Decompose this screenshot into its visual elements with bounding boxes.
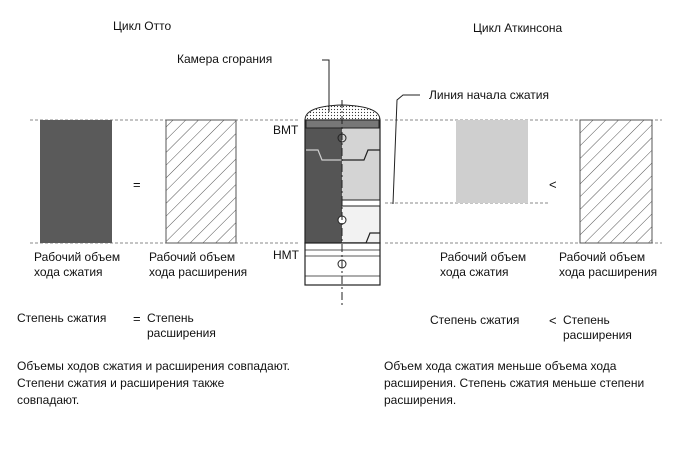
otto-ratio-equals-sign: =: [133, 311, 141, 326]
atkinson-expansion-volume-label: Рабочий объем хода расширения: [559, 250, 658, 279]
combustion-chamber-leader: [322, 59, 330, 112]
atkinson-summary: Объем хода сжатия меньше объема хода рас…: [384, 359, 645, 407]
otto-title: Цикл Отто: [113, 19, 172, 33]
engine-cylinder: [304, 100, 381, 305]
otto-cylinder-half: [305, 120, 342, 243]
atkinson-cylinder-lower: [342, 203, 380, 243]
piston-top-skirt-right: [342, 149, 380, 161]
atkinson-compression-volume-label: Рабочий объем хода сжатия: [440, 250, 527, 279]
otto-compression-volume-label: Рабочий объем хода сжатия: [34, 250, 121, 279]
compression-start-line-label: Линия начала сжатия: [429, 88, 549, 102]
atkinson-ratio-less-sign: <: [549, 313, 557, 328]
otto-summary: Объемы ходов сжатия и расширения совпада…: [17, 359, 290, 407]
otto-expansion-ratio-label: Степень расширения: [147, 311, 216, 340]
otto-compression-ratio-label: Степень сжатия: [17, 311, 107, 325]
piston-mid-head: [341, 199, 381, 207]
otto-expansion-volume-label: Рабочий объем хода расширения: [149, 250, 248, 279]
atkinson-cylinder-half: [342, 120, 380, 203]
tdc-label: ВМТ: [273, 123, 299, 137]
bdc-label: НМТ: [273, 248, 299, 262]
atkinson-expansion-ratio-label: Степень расширения: [563, 313, 632, 342]
atkinson-compression-volume: [456, 120, 528, 203]
otto-volume-equals-sign: =: [133, 177, 141, 192]
otto-expansion-volume: [165, 119, 237, 244]
atkinson-volume-less-sign: <: [549, 177, 557, 192]
atkinson-title: Цикл Аткинсона: [473, 21, 563, 35]
piston-top-skirt-left: [306, 149, 342, 161]
combustion-chamber-label: Камера сгорания: [177, 52, 273, 66]
atkinson-expansion-volume: [579, 119, 653, 244]
atkinson-compression-ratio-label: Степень сжатия: [430, 313, 520, 327]
otto-compression-volume: [40, 120, 112, 243]
compression-start-leader: [392, 94, 420, 205]
